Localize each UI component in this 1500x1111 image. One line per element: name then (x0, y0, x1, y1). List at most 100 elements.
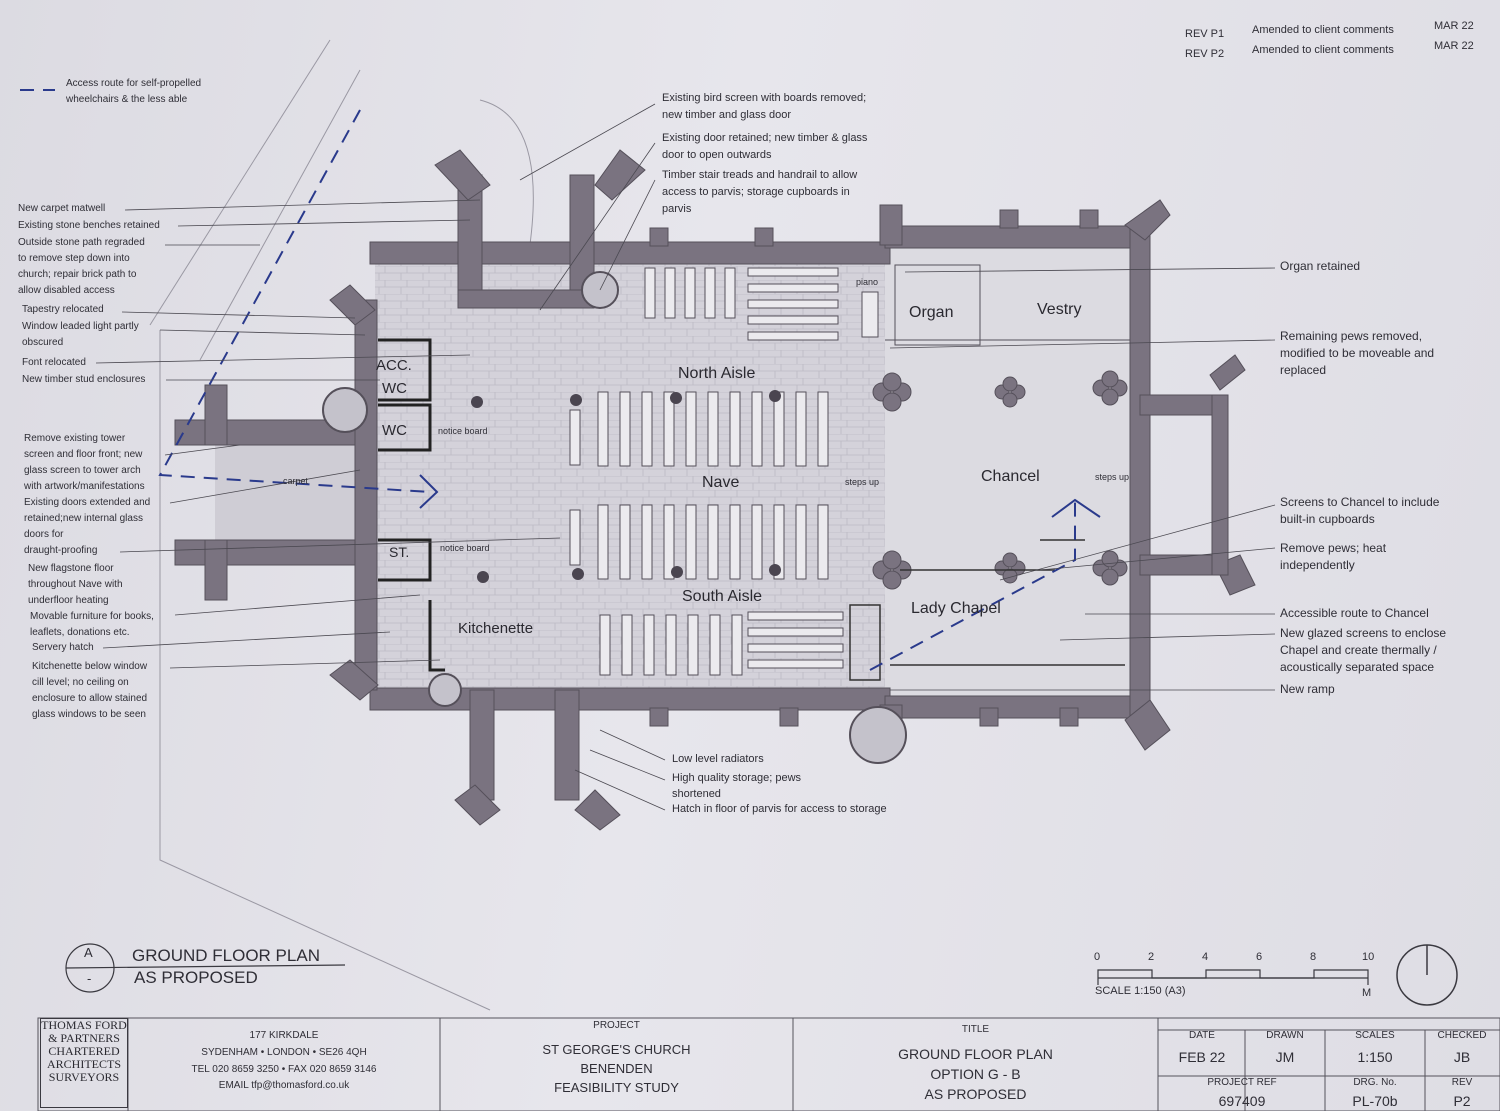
note-bottom: High quality storage; pews shortened (672, 772, 802, 800)
note-left: Font relocated (22, 357, 86, 368)
title-line-2: OPTION G - B (930, 1066, 1021, 1082)
date-value: FEB 22 (1178, 1049, 1226, 1065)
room-nave: Nave (702, 474, 740, 491)
caption-ref-top: A (84, 945, 93, 960)
scales-label: SCALES (1355, 1030, 1395, 1041)
scale-tick: 6 (1256, 951, 1263, 963)
organ-vestry (885, 264, 1130, 346)
tower-floor (215, 445, 375, 540)
note-left: Outside stone path regraded to remove st… (18, 237, 145, 296)
room-kitchenette: Kitchenette (458, 620, 534, 637)
legend-access-route: Access route for self-propelled wheelcha… (66, 78, 202, 105)
note-top: Existing door retained; new timber & gla… (662, 132, 868, 161)
chancel-floor (885, 248, 1140, 696)
pews-nave-south (597, 504, 829, 580)
pews-south-aisle (599, 611, 844, 676)
note-left: Movable furniture for books, leaflets, d… (30, 611, 154, 638)
pews (569, 267, 879, 676)
rev-label: REV (1451, 1077, 1473, 1088)
project-ref-label: PROJECT REF (1207, 1077, 1277, 1088)
note-right: Remove pews; heat independently (1280, 541, 1387, 572)
room-acc: ACC. (376, 357, 412, 374)
internal-rooms (378, 338, 445, 672)
scale-tick: 8 (1310, 951, 1317, 963)
note-top: Timber stair treads and handrail to allo… (662, 169, 858, 215)
checked-label: CHECKED (1437, 1030, 1487, 1041)
scale-tick: 4 (1202, 951, 1209, 963)
project-line-1: ST GEORGE'S CHURCH (542, 1042, 691, 1057)
label-piano: piano (856, 277, 879, 287)
caption-symbol (65, 943, 346, 993)
note-left: New timber stud enclosures (22, 374, 146, 385)
date-label: DATE (1189, 1030, 1215, 1041)
note-left: Tapestry relocated (22, 304, 104, 315)
label-steps-up-2: steps up (1095, 472, 1130, 482)
access-route (20, 89, 1076, 671)
scales-value: 1:150 (1357, 1049, 1393, 1065)
room-chancel: Chancel (981, 468, 1040, 485)
label-notice-board-1: notice board (438, 426, 488, 436)
title-line-3: AS PROPOSED (924, 1086, 1027, 1102)
pews-nave-north (597, 391, 829, 467)
label-steps-up-1: steps up (845, 477, 880, 487)
note-right: Accessible route to Chancel (1280, 606, 1429, 620)
title-block-frame (37, 1017, 1500, 1111)
room-lady-chapel: Lady Chapel (911, 600, 1001, 617)
label-notice-board-2: notice board (440, 543, 490, 553)
note-left: Kitchenette below window cill level; no … (32, 661, 148, 720)
rev-p1-date: MAR 22 (1434, 20, 1474, 32)
note-left: Existing stone benches retained (18, 220, 160, 231)
leader-lines (95, 103, 1276, 811)
rev-p1-note: Amended to client comments (1252, 24, 1394, 36)
columns (471, 390, 781, 583)
caption-ref-bottom: - (87, 971, 92, 986)
project-line-2: BENENDEN (580, 1061, 653, 1076)
drg-label: DRG. No. (1353, 1077, 1397, 1088)
note-left: Servery hatch (32, 642, 94, 653)
scale-unit: M (1362, 987, 1372, 999)
note-left: Existing doors extended and retained;new… (24, 497, 151, 556)
north-arrow (1396, 944, 1458, 1006)
note-top: Existing bird screen with boards removed… (662, 92, 867, 121)
note-right: New glazed screens to enclose Chapel and… (1280, 626, 1447, 674)
pews-north-aisle (644, 267, 879, 341)
note-bottom: Hatch in floor of parvis for access to s… (672, 803, 887, 815)
firm-address-1: 177 KIRKDALE (249, 1030, 319, 1041)
walls (174, 149, 1256, 831)
chapel-screens (849, 539, 1125, 681)
room-organ: Organ (909, 304, 954, 321)
scale-tick: 2 (1148, 951, 1155, 963)
rev-p2-date: MAR 22 (1434, 40, 1474, 52)
project-label: PROJECT (593, 1020, 640, 1031)
rev-p2-note: Amended to client comments (1252, 44, 1394, 56)
rev-value: P2 (1453, 1093, 1471, 1109)
route-arrows (419, 474, 1101, 518)
scale-tick: 10 (1362, 951, 1375, 963)
firm-phone: TEL 020 8659 3250 • FAX 020 8659 3146 (191, 1064, 377, 1075)
firm-logo: THOMAS FORD & PARTNERS CHARTERED ARCHITE… (40, 1018, 128, 1108)
note-left: Window leaded light partly obscured (22, 321, 139, 348)
room-wc-1: WC (382, 380, 407, 397)
room-store: ST. (389, 544, 410, 560)
rev-p2-code: REV P2 (1185, 48, 1225, 60)
title-label: TITLE (961, 1024, 990, 1035)
scale-tick: 0 (1094, 951, 1101, 963)
note-left: Remove existing tower screen and floor f… (24, 433, 145, 492)
note-right: Remaining pews removed, modified to be m… (1280, 329, 1435, 377)
note-left: New carpet matwell (18, 203, 106, 214)
room-wc-2: WC (382, 422, 407, 439)
note-right: Organ retained (1280, 259, 1361, 273)
scale-label: SCALE 1:150 (A3) (1095, 985, 1186, 997)
room-north-aisle: North Aisle (678, 365, 756, 382)
room-south-aisle: South Aisle (682, 588, 763, 605)
drawn-label: DRAWN (1266, 1030, 1304, 1041)
firm-email: EMAIL tfp@thomasford.co.uk (218, 1080, 350, 1091)
project-ref-value: 697409 (1218, 1093, 1266, 1109)
label-carpet: carpet (283, 476, 309, 486)
checked-value: JB (1453, 1049, 1471, 1065)
firm-address-2: SYDENHAM • LONDON • SE26 4QH (201, 1047, 367, 1058)
note-right: New ramp (1280, 682, 1335, 696)
quatrefoil-piers (872, 370, 1128, 590)
